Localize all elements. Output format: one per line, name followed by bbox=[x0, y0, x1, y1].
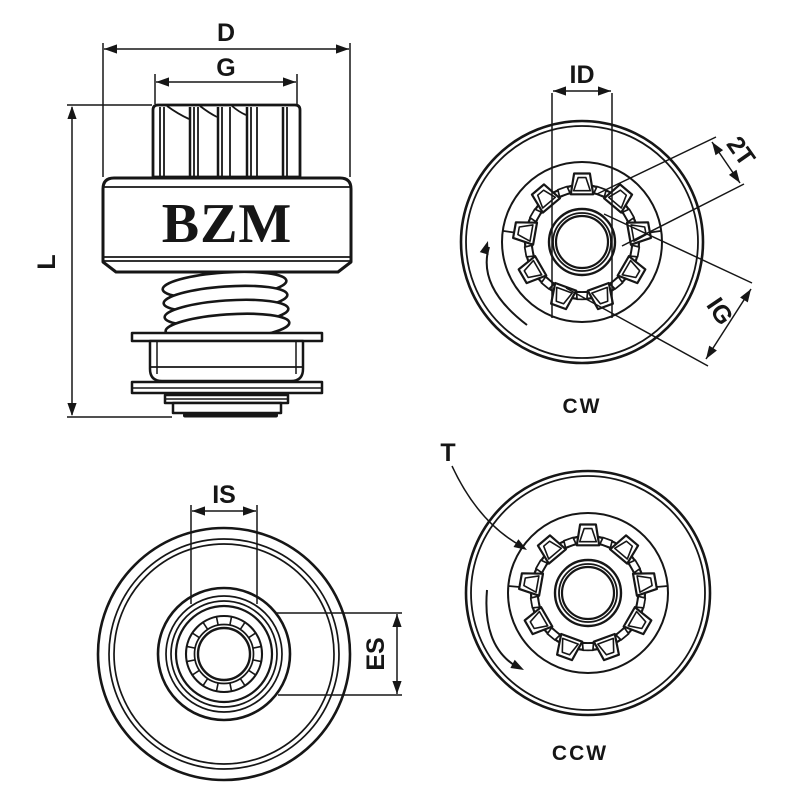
dimension-internal-spline: IS bbox=[190, 481, 258, 604]
pinion-gear-cw bbox=[511, 172, 653, 311]
rear-view: IS ES bbox=[96, 481, 402, 782]
collar-stack bbox=[130, 331, 324, 418]
dimension-inner-diameter: ID bbox=[551, 61, 613, 318]
tooth-callout: T bbox=[440, 439, 527, 550]
label-D: D bbox=[217, 19, 235, 47]
dimension-external-spline: ES bbox=[276, 612, 402, 696]
label-ES: ES bbox=[362, 637, 390, 670]
cw-rotation-arrow bbox=[479, 241, 528, 326]
label-CCW: CCW bbox=[552, 742, 608, 765]
label-T: T bbox=[440, 439, 455, 467]
label-CW: CW bbox=[563, 395, 602, 418]
label-L: L bbox=[33, 254, 61, 269]
dimension-gear-width: G bbox=[154, 54, 298, 104]
dimension-total-length: L bbox=[33, 104, 172, 418]
front-view-cw: ID 2T IG CW bbox=[459, 61, 761, 418]
brand-text: BZM bbox=[162, 193, 293, 255]
front-view-ccw: T CCW bbox=[440, 439, 712, 765]
ccw-rotation-arrow bbox=[485, 589, 524, 670]
side-gear bbox=[151, 103, 302, 179]
side-gear-teeth bbox=[159, 105, 288, 176]
label-IS: IS bbox=[212, 481, 236, 509]
label-ID: ID bbox=[570, 61, 595, 89]
label-G: G bbox=[216, 54, 235, 82]
dimension-outer-diameter: D bbox=[102, 19, 351, 177]
label-2T: 2T bbox=[721, 131, 761, 171]
clutch-body: BZM bbox=[101, 176, 353, 274]
pinion-gear-ccw bbox=[517, 523, 659, 662]
label-IG: IG bbox=[701, 293, 739, 331]
side-view: BZM D bbox=[33, 19, 353, 418]
spline-bore bbox=[184, 614, 264, 694]
